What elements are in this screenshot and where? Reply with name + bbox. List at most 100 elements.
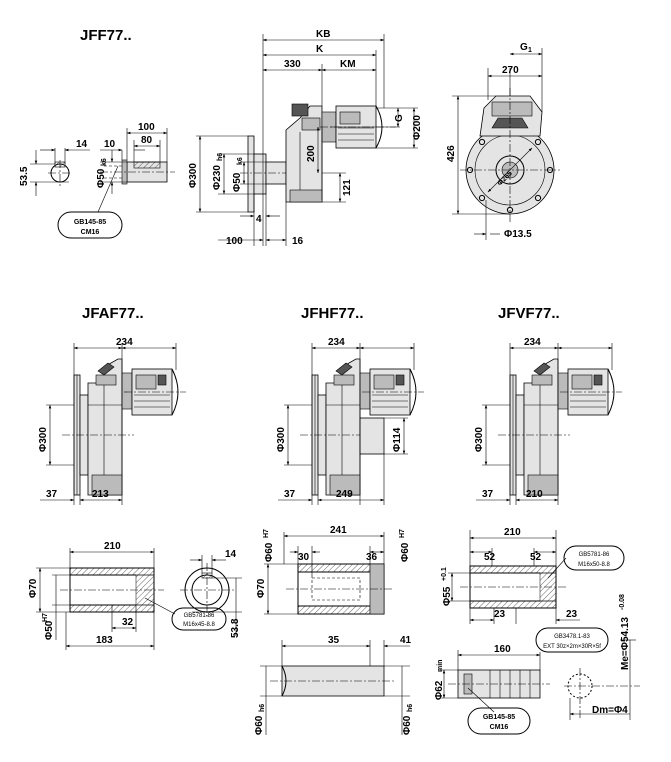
dim-phi62: Φ62 <box>434 680 445 700</box>
dim-52-b: 52 <box>530 552 542 563</box>
dim-phi50-side: Φ50 <box>232 172 243 192</box>
dim-210-hollow-b: 210 <box>504 527 521 538</box>
jff-shaft-detail: 14 53.5 100 80 10 Φ50 k6 G <box>19 122 175 239</box>
jfhf-view: 234 Φ300 Φ114 37 249 <box>276 337 425 505</box>
dim-200: 200 <box>306 145 317 162</box>
jfhf-hollow-shaft: 241 30 36 Φ60 H7 Φ60 H7 Φ70 35 41 Φ60 h6 <box>254 525 414 735</box>
dim-121: 121 <box>342 179 353 196</box>
dim-kb: KB <box>316 29 330 40</box>
note-gb145-b-line2: CM16 <box>490 724 509 731</box>
note-gb145-b-line1: GB145-85 <box>483 714 515 721</box>
note-gb5781-a-line1: GB5781-86 <box>184 613 215 619</box>
dim-phi55-tol: +0.1 <box>441 567 448 581</box>
dim-phi60-b-tol: H7 <box>399 529 406 538</box>
title-jfhf: JFHF77.. <box>301 305 364 322</box>
jfvf-hollow-shaft: 210 52 52 Φ55 +0.1 23 23 GB5781-86 M16x5… <box>434 527 640 735</box>
dim-me-tol: -0.08 <box>619 594 626 610</box>
dim-g1: G <box>520 42 528 53</box>
dim-241: 241 <box>330 525 347 536</box>
dim-phi60-d: Φ60 <box>402 715 413 735</box>
dim-phi60-c: Φ60 <box>254 715 265 735</box>
dim-phi50-tol: k6 <box>101 158 108 166</box>
dim-160: 160 <box>494 644 511 655</box>
dim-14-hollow: 14 <box>225 549 237 560</box>
dim-phi50: Φ50 <box>96 168 107 188</box>
dim-g: G <box>394 114 405 122</box>
dim-phi300: Φ300 <box>188 163 199 188</box>
dim-phi60-b: Φ60 <box>400 542 411 562</box>
dim-10: 10 <box>104 139 116 150</box>
dim-g1-sub: 1 <box>528 47 532 54</box>
dim-phi60-a-tol: H7 <box>263 529 270 538</box>
dim-37-jfaf: 37 <box>46 489 58 500</box>
dim-phi300-jfaf: Φ300 <box>38 427 49 452</box>
dim-phi62-sub: min <box>437 660 444 672</box>
dim-270: 270 <box>502 65 519 76</box>
dim-phi230-tol: h6 <box>217 153 224 161</box>
dim-100: 100 <box>138 122 155 133</box>
note-gb5781-a-line2: M16x45-8.8 <box>183 622 215 628</box>
dim-phi50-side-tol: k6 <box>237 157 244 165</box>
jff-front-view: Φ265 G 1 270 426 Φ13.5 <box>446 42 560 240</box>
dim-426: 426 <box>446 145 457 162</box>
dim-210-hollow-a: 210 <box>104 541 121 552</box>
dim-km: KM <box>340 59 356 70</box>
title-jfaf: JFAF77.. <box>82 305 144 322</box>
dim-phi70-b: Φ70 <box>256 578 267 598</box>
dim-30: 30 <box>298 552 310 563</box>
dim-dm: Dm=Φ4 <box>592 705 628 716</box>
dim-37-jfhf: 37 <box>284 489 296 500</box>
dim-phi300-jfvf: Φ300 <box>474 427 485 452</box>
dim-234-jfaf: 234 <box>116 337 133 348</box>
dim-35: 35 <box>328 635 340 646</box>
dim-52-a: 52 <box>484 552 496 563</box>
note-gb5781-b-line2: M16x50-8.8 <box>578 562 610 568</box>
jff-side-view: KB K 330 KM G Φ200 200 121 Φ300 Φ230 h6 <box>188 29 423 247</box>
dim-53-5: 53.5 <box>19 166 30 186</box>
dim-4: 4 <box>256 214 262 225</box>
dim-80: 80 <box>141 135 153 146</box>
dim-53-8: 53.8 <box>230 618 241 638</box>
dim-213-jfaf: 213 <box>92 489 109 500</box>
dim-37-jfvf: 37 <box>482 489 494 500</box>
dim-183: 183 <box>96 635 113 646</box>
dim-234-jfhf: 234 <box>328 337 345 348</box>
dim-16: 16 <box>292 236 304 247</box>
dim-32: 32 <box>122 617 134 628</box>
dim-phi60-c-tol: h6 <box>259 704 266 712</box>
note-gb145-line2: CM16 <box>81 229 100 236</box>
dim-phi13-5: Φ13.5 <box>504 229 532 240</box>
dim-phi200: Φ200 <box>412 115 423 140</box>
dim-phi230: Φ230 <box>212 165 223 190</box>
dim-me: Me=Φ54.13 <box>620 617 631 670</box>
jfvf-view: 234 Φ300 37 210 <box>474 337 623 505</box>
dim-234-jfvf: 234 <box>524 337 541 348</box>
note-gb145-line1: GB145-85 <box>74 219 106 226</box>
dim-330: 330 <box>284 59 301 70</box>
dim-phi70-a: Φ70 <box>28 578 39 598</box>
title-jfvf: JFVF77.. <box>498 305 560 322</box>
dim-23-a: 23 <box>494 609 506 620</box>
dim-k: K <box>316 44 324 55</box>
dim-249-jfhf: 249 <box>336 489 353 500</box>
dim-100-side: 100 <box>226 236 243 247</box>
dim-phi114: Φ114 <box>392 427 403 452</box>
jfaf-hollow-shaft: 210 Φ70 Φ50 H7 32 183 14 53.8 <box>28 541 242 650</box>
dim-14: 14 <box>76 139 88 150</box>
title-jff: JFF77.. <box>80 27 132 44</box>
dim-41: 41 <box>400 635 412 646</box>
dim-phi50-hollow-tol: H7 <box>42 613 49 622</box>
dim-phi60-a: Φ60 <box>264 542 275 562</box>
dim-23-b: 23 <box>566 609 578 620</box>
dim-210-jfvf: 210 <box>526 489 543 500</box>
note-gb3478-line1: GB3478.1-83 <box>554 634 590 640</box>
note-gb5781-b-line1: GB5781-86 <box>579 552 610 558</box>
dim-phi50-hollow: Φ50 <box>44 620 55 640</box>
dim-phi55: Φ55 <box>442 586 453 606</box>
note-gb3478-line2: EXT 30z×2m×30R×5f <box>543 644 601 650</box>
dim-phi60-d-tol: h6 <box>407 704 414 712</box>
dim-36: 36 <box>366 552 378 563</box>
dim-phi300-jfhf: Φ300 <box>276 427 287 452</box>
jfaf-view: 234 Φ300 37 213 <box>38 337 187 505</box>
